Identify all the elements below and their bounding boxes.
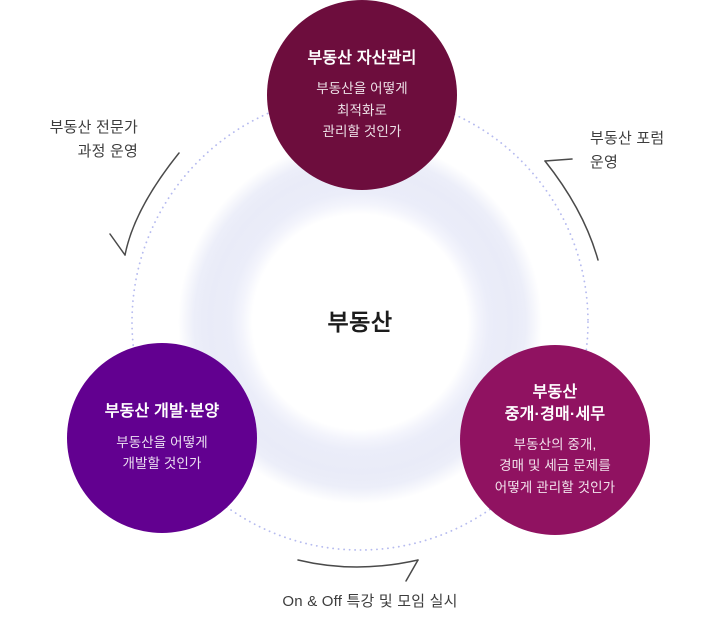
node-brokerage-title: 부동산 중개·경매·세무 [505, 382, 606, 425]
annotation-on-off-lectures: On & Off 특강 및 모임 실시 [0, 590, 720, 614]
arrow-top-to-bottomleft [109, 152, 180, 256]
node-asset-title: 부동산 자산관리 [307, 49, 417, 67]
center-label: 부동산 [327, 309, 393, 335]
annotation-line: 부동산 전문가 [49, 119, 138, 136]
node-asset-management: 부동산 자산관리 부동산을 어떻게 최적화로 관리할 것인가 [267, 0, 457, 190]
annotation-line: 과정 운영 [77, 143, 138, 160]
annotation-line: 부동산 포럼 [590, 130, 665, 147]
annotation-line: 운영 [590, 154, 619, 171]
title-line: 부동산 [532, 383, 578, 401]
title-line: 중개·경매·세무 [504, 405, 606, 423]
desc-line: 부동산을 어떻게 [116, 434, 208, 450]
annotation-line: On & Off 특강 및 모임 실시 [282, 593, 458, 610]
desc-line: 최적화로 [336, 102, 388, 118]
desc-line: 경매 및 세금 문제를 [499, 458, 611, 474]
annotation-expert-course: 부동산 전문가 과정 운영 [30, 116, 138, 164]
node-brokerage-auction-tax: 부동산 중개·경매·세무 부동산의 중개, 경매 및 세금 문제를 어떻게 관리… [460, 345, 650, 535]
dotted-orbit-circle [131, 93, 589, 551]
desc-line: 개발할 것인가 [122, 456, 202, 472]
node-asset-desc: 부동산을 어떻게 최적화로 관리할 것인가 [316, 78, 408, 142]
desc-line: 부동산을 어떻게 [316, 81, 408, 97]
desc-line: 어떻게 관리할 것인가 [494, 479, 616, 495]
node-develop-title: 부동산 개발·분양 [104, 403, 220, 421]
desc-line: 부동산의 중개, [513, 437, 597, 453]
arrow-bottomleft-to-bottomright [297, 559, 419, 582]
annotation-forum: 부동산 포럼 운영 [590, 127, 700, 175]
arrow-bottomright-to-top [544, 158, 599, 261]
node-development-sales: 부동산 개발·분양 부동산을 어떻게 개발할 것인가 [67, 343, 257, 533]
node-brokerage-desc: 부동산의 중개, 경매 및 세금 문제를 어떻게 관리할 것인가 [495, 434, 615, 498]
node-develop-desc: 부동산을 어떻게 개발할 것인가 [116, 432, 208, 475]
desc-line: 관리할 것인가 [322, 123, 402, 139]
